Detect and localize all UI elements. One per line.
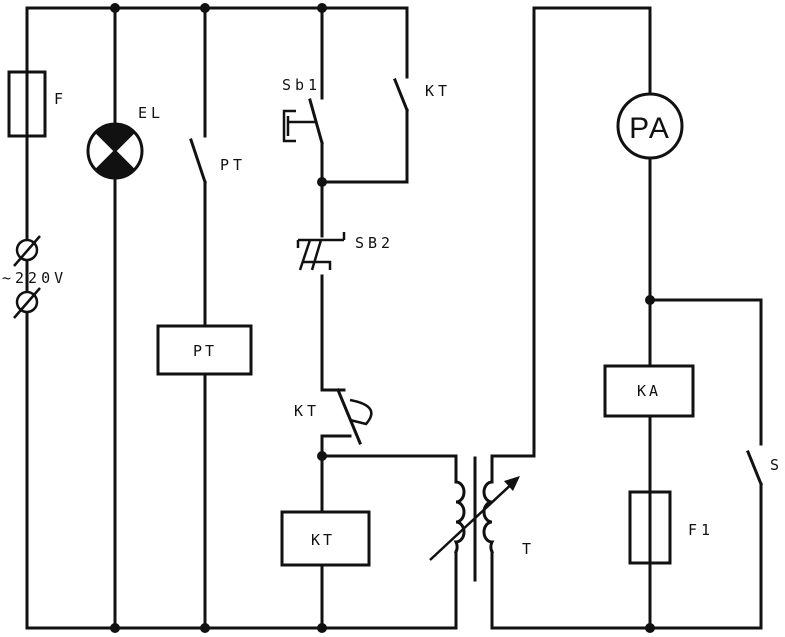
- junction-dot: [317, 177, 327, 187]
- label-kt-coil: KT: [311, 531, 335, 549]
- junction-dot: [110, 623, 120, 633]
- label-lamp-el: EL: [138, 104, 164, 122]
- junction-dot: [200, 3, 210, 13]
- switch-s-blade: [746, 450, 763, 486]
- transformer-primary-coil: [453, 480, 466, 554]
- junction-dot: [645, 295, 655, 305]
- label-sb1: Sb1: [282, 76, 321, 94]
- label-kt-mid: KT: [294, 402, 320, 420]
- kt-contact-mid-blade: [336, 388, 362, 445]
- label-ammeter: PA: [629, 112, 671, 145]
- label-kt-top: KT: [425, 82, 451, 100]
- label-switch-s: S: [770, 456, 783, 474]
- junction-dot: [200, 623, 210, 633]
- label-fuse-f: F: [54, 90, 67, 108]
- junction-dot: [645, 623, 655, 633]
- label-transformer: T: [522, 540, 535, 558]
- lamp-el: [86, 122, 144, 180]
- transformer-secondary-coil: [482, 480, 495, 554]
- ka-coil: [603, 364, 695, 418]
- label-ka-coil: KA: [637, 382, 661, 400]
- kt-contact-mid-arc: [349, 398, 373, 426]
- label-pt-coil: PT: [193, 342, 217, 360]
- terminal-bottom: [15, 290, 39, 314]
- terminal-top: [15, 238, 39, 262]
- label-sb2: SB2: [355, 234, 394, 252]
- junction-dot: [317, 623, 327, 633]
- label-pt-contact: PT: [220, 156, 246, 174]
- kt-coil: [280, 510, 371, 567]
- pt-contact-blade: [189, 138, 207, 184]
- pt-coil: [156, 324, 253, 376]
- label-fuse-f1: F1: [688, 521, 714, 539]
- variable-arrow-head: [504, 476, 520, 491]
- junction-dot: [317, 451, 327, 461]
- junction-dot: [110, 3, 120, 13]
- sb1-button-head: [282, 109, 316, 143]
- kt-contact-top: [393, 78, 409, 112]
- sb2-button: [296, 232, 346, 271]
- variable-arrow: [429, 479, 517, 561]
- label-supply: ~220V: [2, 269, 67, 287]
- terminal-top-slash: [13, 235, 41, 267]
- terminal-bottom-slash: [13, 287, 41, 319]
- junction-dot: [317, 3, 327, 13]
